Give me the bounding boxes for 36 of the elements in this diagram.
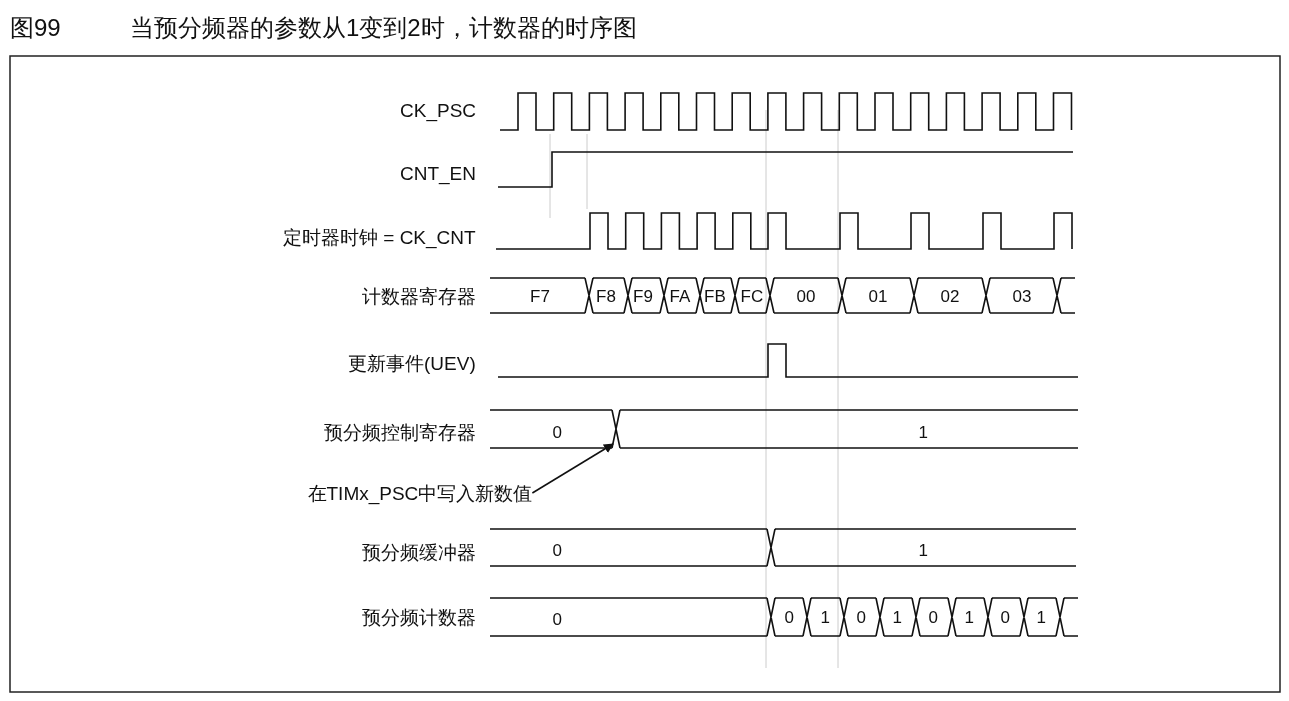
bus-value: 03 <box>1012 287 1032 305</box>
signal-name: 预分频缓冲器 <box>362 542 476 562</box>
bus-value: F8 <box>596 287 616 305</box>
bus-value: 1 <box>1036 608 1046 626</box>
bus-value: FA <box>669 287 691 305</box>
bus-value: 0 <box>552 541 562 559</box>
bus-value: 1 <box>820 608 830 626</box>
bus-value: 01 <box>868 287 888 305</box>
bus-value: 1 <box>964 608 974 626</box>
annotation-text: 在TIMx_PSC中写入新数值 <box>307 483 533 503</box>
figure-number: 图99 <box>10 16 61 40</box>
signal-name: 预分频控制寄存器 <box>324 422 476 442</box>
signal-name: 更新事件(UEV) <box>348 353 476 373</box>
bus-value: 0 <box>552 610 562 628</box>
bus-value: 0 <box>1000 608 1010 626</box>
bus-value: FB <box>704 287 726 305</box>
arrow <box>531 443 614 494</box>
signal-name: CNT_EN <box>400 163 476 183</box>
signal-name: 定时器时钟 = CK_CNT <box>283 227 476 247</box>
bus-value: 0 <box>856 608 866 626</box>
bus-value: FC <box>740 287 764 305</box>
bus-value: 02 <box>940 287 960 305</box>
bus-transition <box>611 409 621 449</box>
bus-value: 1 <box>918 423 928 441</box>
figure-title: 当预分频器的参数从1变到2时，计数器的时序图 <box>130 16 637 40</box>
signal-name: CK_PSC <box>400 100 477 120</box>
signal-name: 预分频计数器 <box>362 607 476 627</box>
bus-value: 00 <box>796 287 816 305</box>
bus-value: 0 <box>928 608 938 626</box>
bus-value: 0 <box>552 423 562 441</box>
bus-value: F7 <box>530 287 550 305</box>
bus-value: 0 <box>784 608 794 626</box>
signal-name: 计数器寄存器 <box>362 286 476 306</box>
bus-value: F9 <box>633 287 653 305</box>
bus-value: 1 <box>918 541 928 559</box>
bus-value: 1 <box>892 608 902 626</box>
